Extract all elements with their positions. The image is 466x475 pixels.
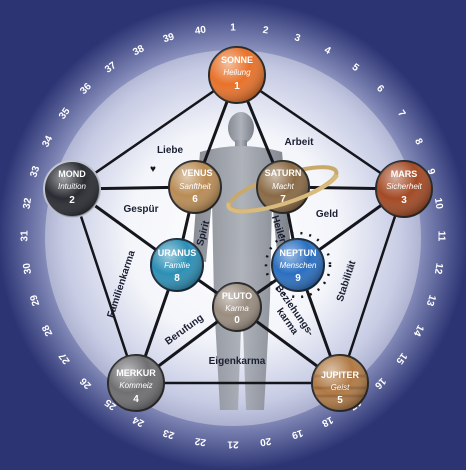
ring-number-29: 29 [28,293,42,307]
outer-pentagon [70,73,406,385]
ring-number-18: 18 [319,414,334,429]
planet-sonne-number: 1 [234,81,240,92]
planet-mond[interactable]: MOND Intuition 2 [43,160,101,218]
ring-number-28: 28 [40,322,55,337]
planet-uranus-number: 8 [174,273,180,284]
planet-venus-word: Sanftheit [179,182,211,191]
planet-jupiter-number: 5 [337,395,343,406]
planet-venus-number: 6 [192,194,198,205]
edge-label-gespur: Gespür [123,204,158,215]
planet-jupiter-word: Geist [331,383,350,392]
ring-number-4: 4 [322,45,332,58]
planet-merkur-name: MERKUR [116,368,156,378]
ring-number-3: 3 [293,32,302,44]
planet-venus[interactable]: VENUS Sanftheit 6 [168,160,222,214]
planet-sonne-name: SONNE [221,55,253,65]
planet-merkur-number: 4 [133,394,139,405]
ring-number-30: 30 [21,262,34,275]
planet-mars-shine [376,161,432,217]
person-silhouette [192,112,292,410]
planet-sonne[interactable]: SONNE Heilung 1 [208,46,266,104]
planet-merkur-word: Kommeiz [119,381,152,390]
ring-number-2: 2 [262,25,270,37]
ring-number-14: 14 [411,323,426,338]
ring-number-13: 13 [424,293,438,307]
ring-number-10: 10 [432,197,445,210]
ring-number-11: 11 [435,231,446,242]
planet-merkur-shine [108,355,164,411]
ring-number-38: 38 [131,43,146,58]
heart-icon: ♥ [150,164,156,175]
planet-uranus-word: Familie [164,261,190,270]
edge-label-arbeit: Arbeit [285,137,315,148]
ring-number-20: 20 [259,435,272,448]
planet-mond-number: 2 [69,195,75,206]
planet-pluto-word: Karma [225,304,249,313]
planet-sonne-shine [209,47,265,103]
planet-pluto-shine [213,283,261,331]
planet-saturn-number: 7 [280,194,286,205]
ring-number-5: 5 [350,62,361,74]
planet-neptun-shine [272,239,324,291]
ring-number-39: 39 [162,31,176,45]
planets: SONNE Heilung 1 MARS Sicherheit 3 JUPITE… [43,46,433,412]
planet-saturn-word: Macht [272,182,295,191]
planet-jupiter-shine [312,355,368,411]
ring-number-1: 1 [230,23,236,34]
edge-label-liebe: Liebe [157,145,184,156]
ring-number-19: 19 [290,427,304,441]
planet-pluto-number: 0 [234,315,240,326]
planet-neptun-number: 9 [295,273,301,284]
planet-mars-number: 3 [401,195,407,206]
planet-mond-word: Intuition [58,182,87,191]
ring-number-22: 22 [194,435,207,448]
planet-jupiter-name: JUPITER [321,370,360,380]
ring-number-9: 9 [425,167,437,176]
ring-number-33: 33 [28,164,42,178]
ring-number-23: 23 [161,427,175,441]
planet-neptun[interactable]: NEPTUN Menschen 9 [264,231,332,299]
ring-number-24: 24 [131,414,146,429]
planet-uranus[interactable]: URANUS Familie 8 [150,238,204,292]
ring-number-21: 21 [227,438,239,449]
ring-number-32: 32 [21,197,34,210]
planet-sonne-word: Heilung [223,68,251,77]
edge-label-geld: Geld [316,209,338,220]
planet-mond-name: MOND [58,169,86,179]
planet-neptun-word: Menschen [280,261,317,270]
ring-number-40: 40 [194,24,207,37]
planet-pluto-name: PLUTO [222,291,252,301]
ring-number-7: 7 [395,108,407,119]
planet-merkur[interactable]: MERKUR Kommeiz 4 [107,354,165,412]
planet-uranus-shine [151,239,203,291]
planet-venus-shine [169,161,221,213]
planet-saturn-name: SATURN [265,168,302,178]
planet-mars-name: MARS [391,169,418,179]
planet-venus-name: VENUS [181,168,212,178]
planet-mond-shine [44,161,100,217]
ring-number-31: 31 [20,230,31,242]
ring-number-8: 8 [412,137,425,147]
ring-number-12: 12 [432,262,445,275]
neptun-dots-ring [264,231,332,299]
saturn-ring-front-icon [226,173,339,214]
ring-number-34: 34 [40,134,55,149]
planet-mars-word: Sicherheit [386,182,422,191]
planet-mars[interactable]: MARS Sicherheit 3 [375,160,433,218]
planet-uranus-name: URANUS [158,248,197,258]
planet-neptun-name: NEPTUN [279,248,316,258]
edge-label-eigenkarma: Eigenkarma [209,356,266,367]
planet-jupiter[interactable]: JUPITER Geist 5 [311,354,369,412]
planet-pluto[interactable]: PLUTO Karma 0 [212,282,262,332]
